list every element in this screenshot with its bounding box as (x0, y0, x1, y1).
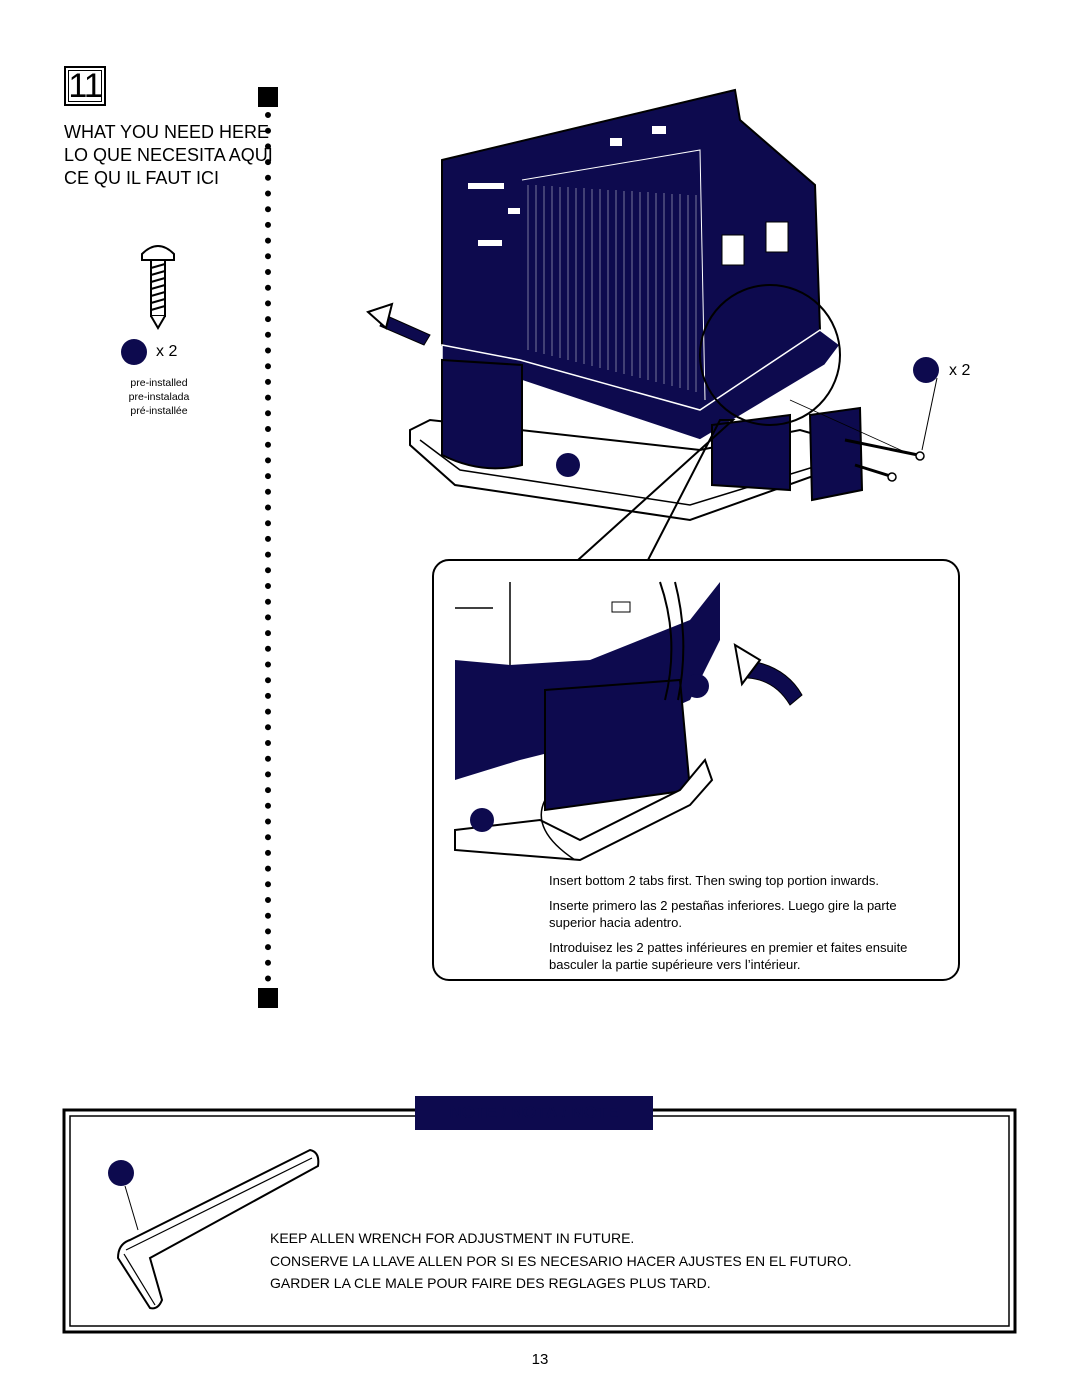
note-header: NOTE / NOTA / NOTE (415, 1096, 653, 1130)
tv-stand-illustration (409, 88, 925, 522)
page-number: 13 (531, 1351, 549, 1368)
screw-quantity: x 2 (156, 343, 178, 360)
instruction-es: Inserte primero las 2 pestañas inferiore… (549, 898, 897, 930)
part-marker-dot (913, 357, 939, 383)
step-number: 11 (64, 66, 106, 106)
part-marker-dot (121, 339, 147, 365)
preinstalled-fr: pré-installée (130, 405, 188, 417)
note-line-en: KEEP ALLEN WRENCH FOR ADJUSTMENT IN FUTU… (270, 1230, 635, 1246)
allen-wrench-icon (108, 1148, 320, 1310)
illustration-screw-quantity: x 2 (949, 362, 971, 379)
instruction-fr: Introduisez les 2 pattes inférieures en … (549, 940, 908, 972)
need-here-es: LO QUE NECESITA AQUI (64, 145, 273, 165)
callout-box (432, 419, 960, 981)
preinstalled-en: pre-installed (130, 377, 188, 389)
need-here-en: WHAT YOU NEED HERE (64, 122, 270, 142)
dotted-divider (258, 87, 278, 1008)
need-here-fr: CE QU IL FAUT ICI (64, 168, 220, 188)
leader-line (921, 377, 938, 451)
arrow-icon (366, 302, 431, 346)
note-line-es: CONSERVE LA LLAVE ALLEN POR SI ES NECESA… (270, 1253, 852, 1269)
preinstalled-es: pre-instalada (128, 391, 190, 403)
part-marker-dot (556, 453, 580, 477)
note-line-fr: GARDER LA CLE MALE POUR FAIRE DES REGLAG… (270, 1275, 711, 1291)
screw-icon (141, 245, 175, 330)
instruction-en: Insert bottom 2 tabs first. Then swing t… (549, 873, 879, 888)
rotate-arrow-icon (733, 643, 803, 706)
